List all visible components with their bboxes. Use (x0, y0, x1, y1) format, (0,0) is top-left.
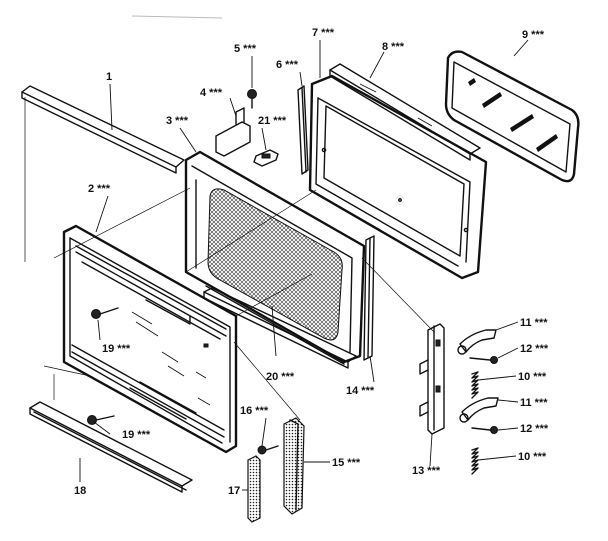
callout-6: 6 *** (276, 59, 299, 71)
callout-3: 3 *** (166, 115, 189, 127)
part-5-screw (247, 89, 257, 109)
hinge-assembly-lower (459, 397, 499, 475)
scan-mark (131, 15, 223, 19)
part-6-vertical-strip (297, 85, 309, 175)
callout-11-lower: 11 *** (520, 397, 548, 409)
callout-20: 20 *** (266, 371, 295, 383)
callout-13: 13 *** (412, 465, 441, 477)
callout-12-lower: 12 *** (520, 423, 549, 435)
part-1-top-trim (21, 85, 185, 262)
part-2-outer-door-panel (62, 224, 238, 454)
callout-17: 17 (228, 485, 240, 497)
callout-7: 7 *** (312, 27, 335, 39)
part-10-spring-upper (471, 371, 479, 399)
callout-19-lower: 19 *** (122, 429, 151, 441)
part-11-lever-lower (461, 397, 499, 421)
callout-5: 5 *** (234, 43, 257, 55)
callout-12-upper: 12 *** (520, 343, 549, 355)
part-4-bracket (215, 107, 251, 157)
callout-21: 21 *** (258, 115, 287, 127)
part-19-screws (87, 307, 119, 425)
assembly-guides (43, 187, 435, 421)
part-8-retainer-strip (329, 63, 481, 161)
callout-11-upper: 11 *** (520, 317, 548, 329)
part-10-spring-lower (471, 447, 479, 475)
part-13-hinge-plate (419, 323, 445, 435)
callout-8: 8 *** (382, 41, 405, 53)
callout-14: 14 *** (346, 385, 375, 397)
part-14-side-strip (363, 235, 375, 361)
hinge-assembly-upper (457, 329, 498, 399)
part-9-glass-pane (444, 50, 580, 183)
part-20-bottom-bar (203, 287, 357, 369)
part-17-handle-strip (247, 455, 261, 523)
callout-19-upper: 19 *** (102, 343, 131, 355)
part-21-clip (253, 149, 279, 167)
leader-lines (79, 39, 529, 491)
mesh-window (207, 188, 343, 341)
callout-labels: 1 2 *** 3 *** 4 *** 5 *** 6 *** 7 *** 8 … (74, 27, 549, 497)
part-11-lever-upper (459, 329, 497, 353)
part-16-screw (257, 445, 279, 455)
part-7-gasket-frame (308, 74, 488, 280)
part-15-handle-cap (283, 417, 305, 515)
part-12-screw-lower (471, 427, 491, 431)
callout-15: 15 *** (332, 457, 361, 469)
part-12-screw-upper (469, 357, 491, 361)
callout-18: 18 (74, 485, 86, 497)
callout-10-upper: 10 *** (518, 371, 547, 383)
callout-16: 16 *** (240, 405, 269, 417)
callout-2: 2 *** (88, 183, 111, 195)
callout-1: 1 (106, 71, 112, 83)
callout-9: 9 *** (522, 29, 545, 41)
callout-10-lower: 10 *** (518, 451, 547, 463)
part-18-bottom-trim (29, 401, 193, 493)
callout-4: 4 *** (200, 87, 223, 99)
